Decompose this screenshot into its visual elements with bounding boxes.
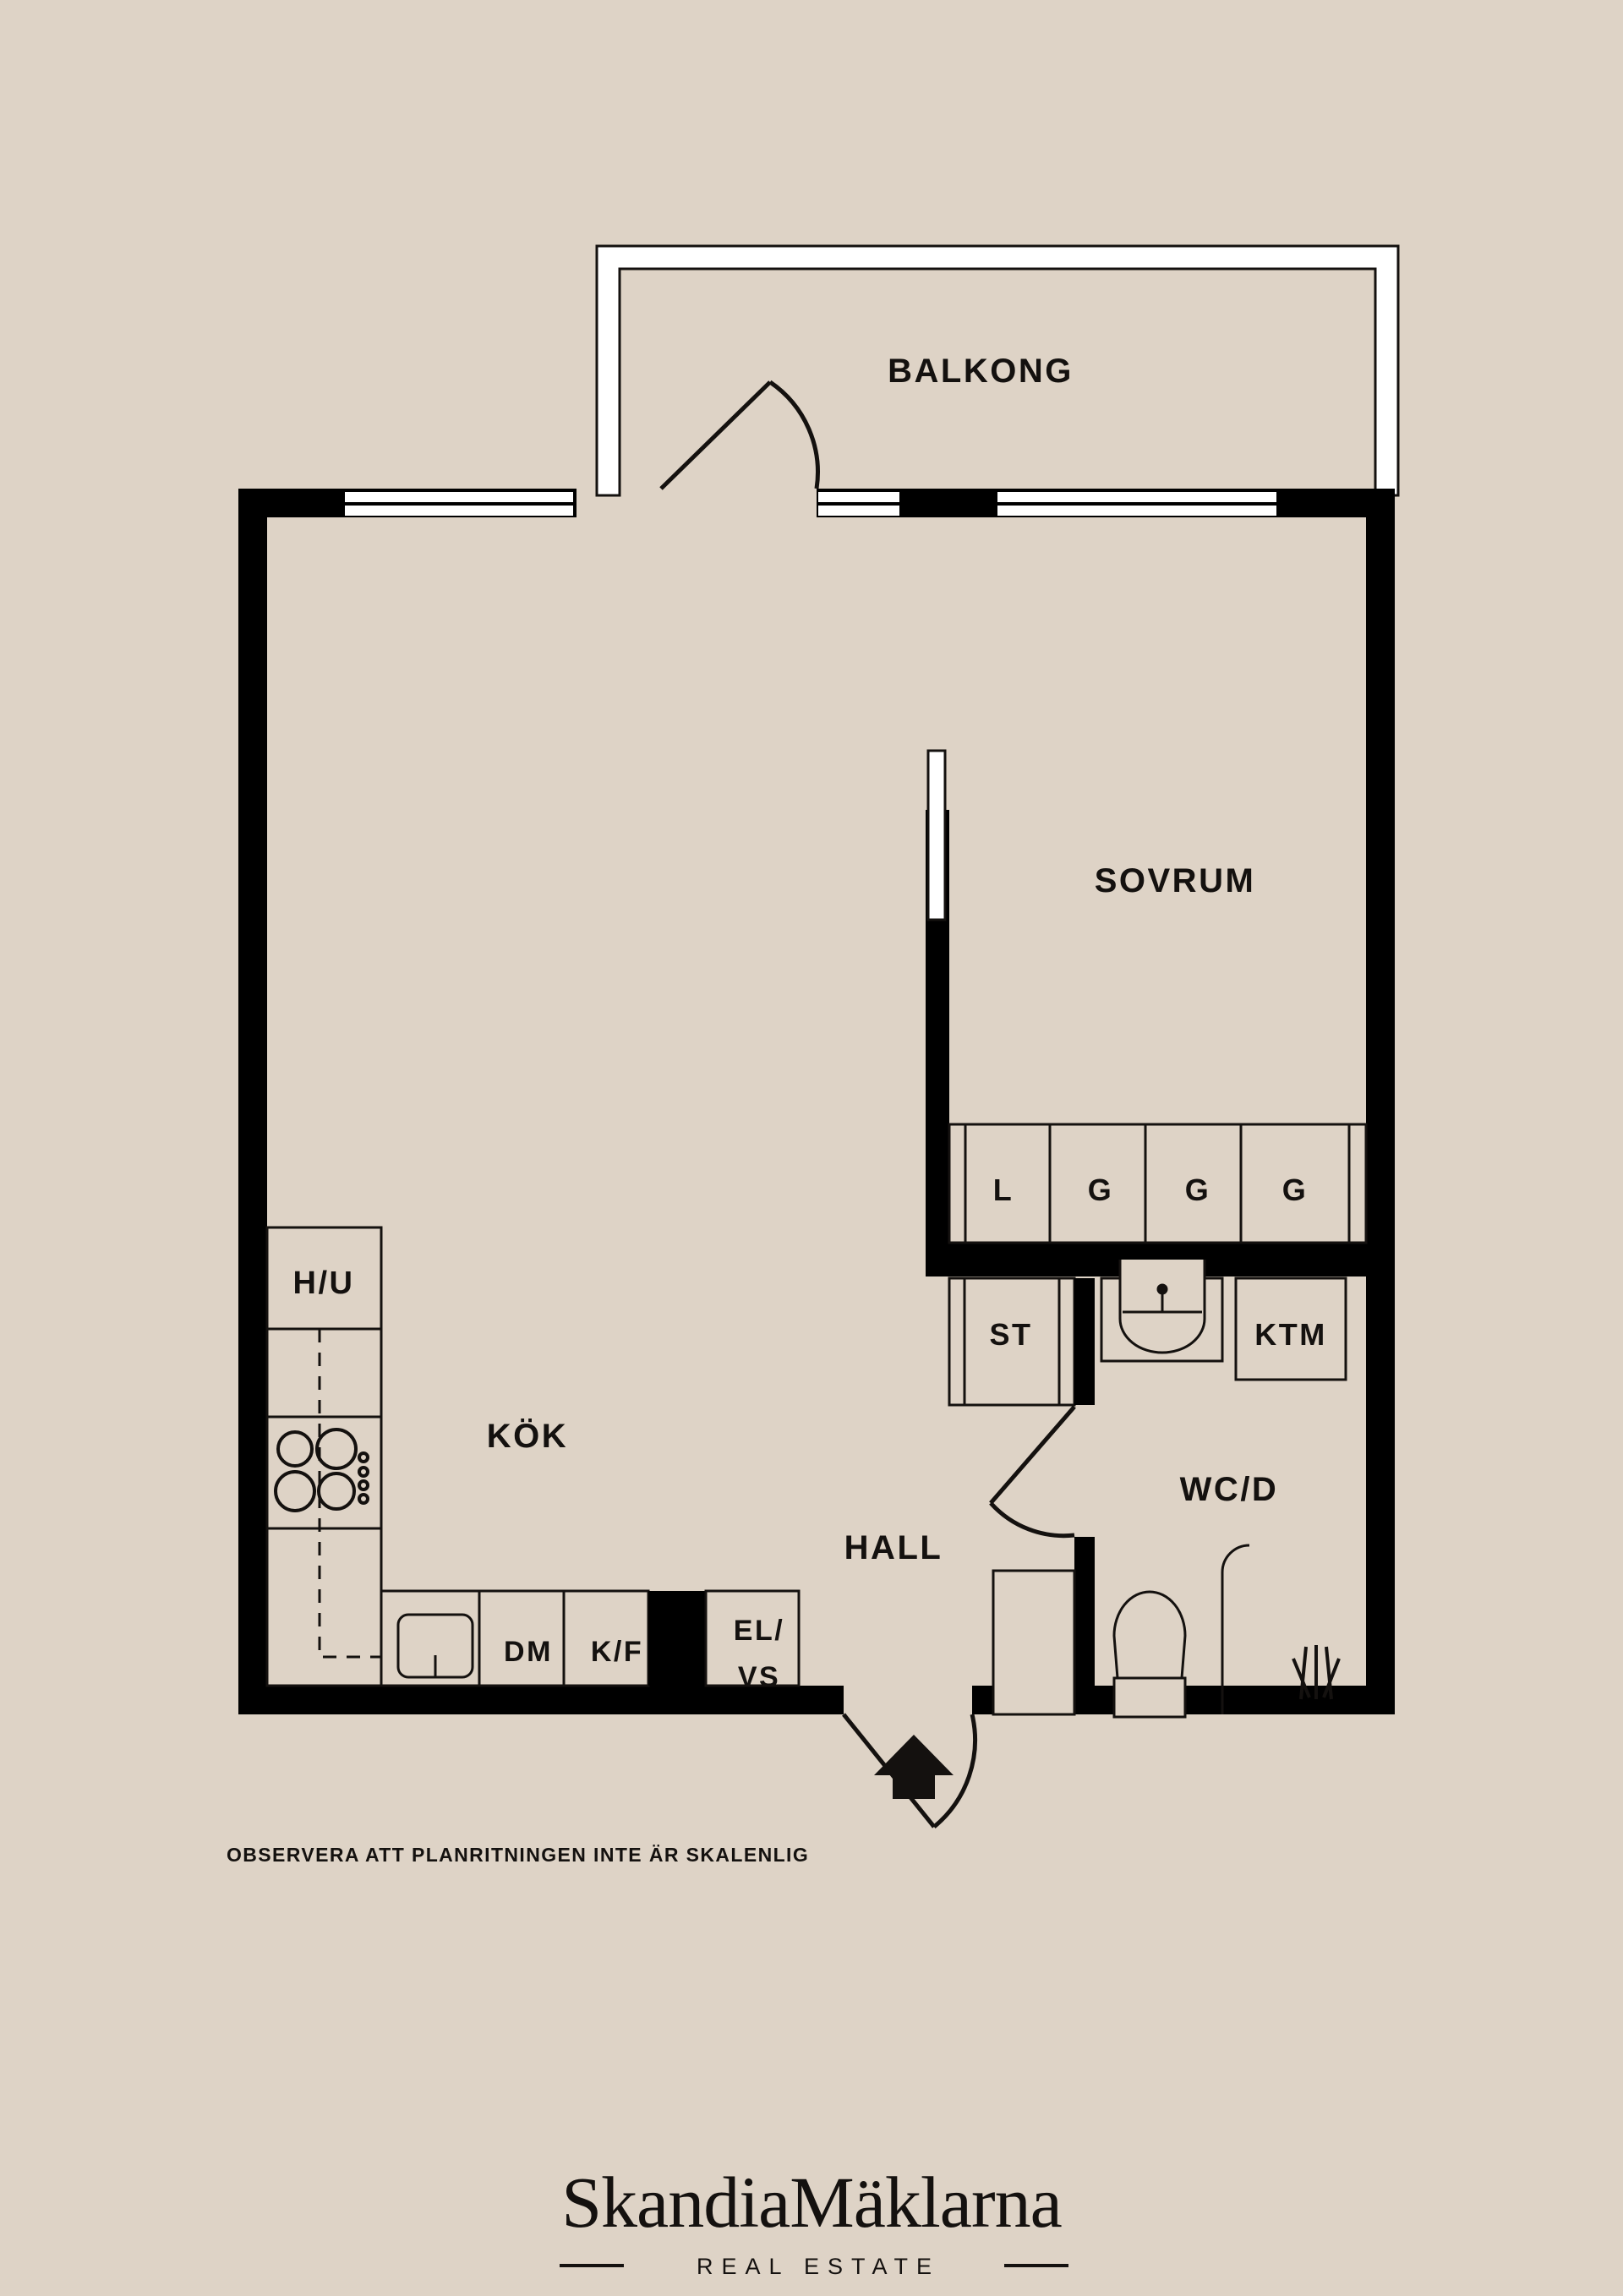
wardrobe-label-g3: G: [1282, 1173, 1309, 1207]
scale-disclaimer: OBSERVERA ATT PLANRITNINGEN INTE ÄR SKAL…: [227, 1844, 809, 1866]
shower-icon: [1221, 1544, 1250, 1714]
toilet-icon: [1112, 1590, 1187, 1719]
room-label-sovrum: SOVRUM: [1095, 862, 1256, 899]
balcony-railing: [595, 244, 1400, 497]
logo-wordmark: SkandiaMäklarna: [561, 2162, 1062, 2243]
room-label-wcd: WC/D: [1180, 1471, 1279, 1508]
bathroom-door: [989, 1405, 1076, 1539]
storage-closet-st: [948, 1276, 1076, 1407]
washbasin-icon: [1100, 1260, 1224, 1363]
window-bedroom: [997, 492, 1276, 516]
ktm-cabinet: [1234, 1276, 1347, 1381]
hall-cabinet: [992, 1569, 1076, 1716]
fixture-label-hu: H/U: [293, 1266, 355, 1301]
fixture-label-vs: VS: [738, 1661, 780, 1693]
room-label-hall: HALL: [844, 1529, 943, 1566]
kitchen-left-column: [265, 1226, 383, 1687]
bedroom-partition-wall: [926, 749, 949, 1266]
room-label-kok: KÖK: [487, 1417, 568, 1455]
balcony-door: [659, 380, 820, 490]
floor-drain-icon: [1292, 1645, 1341, 1700]
fixture-label-ktm: KTM: [1254, 1317, 1326, 1352]
fixture-label-el: EL/: [734, 1615, 784, 1647]
logo-subtitle: REAL ESTATE: [697, 2254, 940, 2279]
wardrobe-labels: L G G G: [993, 1173, 1309, 1207]
brand-logo: SkandiaMäklarna REAL ESTATE: [560, 2162, 1068, 2279]
room-label-balkong: BALKONG: [888, 353, 1074, 390]
wardrobe-row: [948, 1123, 1368, 1244]
window-living-mid: [818, 492, 899, 516]
wardrobe-label-g1: G: [1088, 1173, 1114, 1207]
entrance-door: [842, 1713, 977, 1829]
fixture-labels: H/U DM K/F EL/ VS ST KTM: [293, 1266, 1326, 1693]
room-labels: BALKONG SOVRUM KÖK HALL WC/D: [487, 353, 1279, 1566]
stove-icon: [274, 1428, 369, 1512]
bathroom-partition-wall: [1074, 1278, 1095, 1714]
window-living-left: [345, 492, 573, 516]
kitchen-sink-icon: [396, 1613, 474, 1679]
fixture-label-kf: K/F: [591, 1636, 643, 1668]
wardrobe-label-l: L: [993, 1173, 1014, 1207]
fixture-label-st: ST: [989, 1317, 1032, 1352]
entrance-arrow-icon: [874, 1735, 954, 1799]
window-group-top: [345, 492, 1276, 516]
fixture-label-dm: DM: [504, 1636, 553, 1668]
wardrobe-label-g2: G: [1185, 1173, 1211, 1207]
